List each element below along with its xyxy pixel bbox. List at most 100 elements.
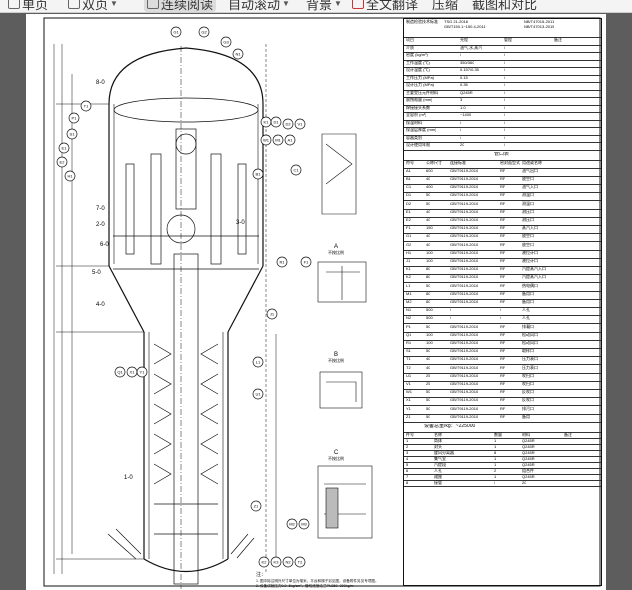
- screenshot-compare-button[interactable]: 截图和对比: [472, 0, 538, 12]
- title-block: 制造检验技术标准 TSG 21-2016 GB/T150.1~150.4-201…: [403, 18, 602, 586]
- table-cell: 测温口: [522, 192, 534, 198]
- continuous-read-button[interactable]: 连续阅读: [144, 0, 217, 12]
- single-page-button[interactable]: 单页: [8, 0, 48, 12]
- table-cell: GB/T9119-2010: [450, 356, 479, 362]
- table-cell: /: [504, 112, 506, 117]
- table-cell: RF: [500, 380, 506, 386]
- table-cell: 50: [426, 405, 431, 411]
- table-cell: 组合件: [522, 467, 534, 473]
- standard-4: NB/T47013-2015: [524, 24, 555, 29]
- table-cell: RF: [500, 208, 506, 214]
- nozzle-tag-label: Y1: [140, 370, 146, 375]
- double-page-button[interactable]: 双页 ▼: [68, 0, 118, 12]
- table-cell: RF: [500, 356, 506, 362]
- table-cell: /: [450, 315, 452, 321]
- table-cell: GB/T9119-2010: [450, 167, 479, 173]
- table-row: 容器类别//: [404, 135, 601, 143]
- table-cell: RF: [500, 372, 506, 378]
- table-cell: 50: [426, 348, 431, 354]
- nozzle-tag-label: N1: [235, 52, 241, 57]
- nozzle-tag: K1: [260, 116, 272, 128]
- table-cell: K2: [406, 274, 411, 280]
- table-cell: RF: [500, 184, 506, 190]
- table-cell: 6: [406, 467, 409, 473]
- table-cell: /: [500, 315, 502, 321]
- table-cell: GB/T9119-2010: [450, 389, 479, 395]
- nozzle-tag-label: G3: [223, 40, 229, 45]
- table-cell: /: [504, 89, 506, 95]
- table-row: 保温层厚度 (mm)//: [404, 127, 601, 136]
- table-cell: 80: [426, 266, 431, 272]
- table-cell: RF: [500, 192, 506, 198]
- nozzle-tag: G1: [170, 26, 182, 38]
- nozzle-tag: X1: [126, 366, 138, 378]
- table-cell: /: [504, 74, 506, 80]
- vessel-internals: [107, 46, 259, 589]
- table-cell: GB/T9119-2010: [450, 290, 479, 296]
- table-cell: 油气入口: [522, 184, 538, 190]
- table-cell: GB/T9119-2010: [450, 233, 479, 239]
- background-button[interactable]: 背景 ▼: [306, 0, 342, 12]
- table-cell: 8: [494, 449, 497, 455]
- detail-sublabel: 不按比例: [328, 357, 344, 363]
- table-cell: RF: [500, 364, 506, 370]
- nozzle-tag: K3: [270, 556, 282, 568]
- table-cell: V1: [406, 380, 411, 386]
- table-cell: /: [500, 307, 502, 313]
- table-cell: 排凝口: [522, 323, 534, 329]
- table-cell: 600: [426, 167, 433, 173]
- table-cell: Q245R: [522, 437, 535, 443]
- table-cell: 集气室: [434, 455, 446, 461]
- table-cell: 密封面型式: [500, 159, 520, 165]
- table-row: 设计压力 (MPa)0.35/: [404, 82, 601, 91]
- table-cell: /: [450, 307, 452, 313]
- nozzle-tag-label: K1: [264, 120, 270, 125]
- table-cell: Q245R: [522, 473, 535, 479]
- table-cell: 20: [522, 479, 527, 485]
- nozzle-tag: Y1: [136, 366, 148, 378]
- table-cell: 5: [406, 461, 409, 467]
- table-cell: 50: [426, 323, 431, 329]
- table-cell: 100: [426, 339, 433, 345]
- table-cell: GB/T9119-2010: [450, 282, 479, 288]
- table-cell: Y1: [406, 405, 411, 411]
- table-cell: 焊接接头系数: [406, 104, 430, 110]
- reader-toolbar: 单页 双页 ▼ 连续阅读 自动滚动 ▼ 背景 ▼ 全文翻译 压缩 截图和对比: [0, 0, 632, 13]
- nozzle-tag-label: X1: [130, 370, 136, 375]
- table-cell: /: [504, 82, 506, 87]
- table-cell: 松动风口: [522, 331, 538, 337]
- table-cell: Q245R: [522, 449, 535, 455]
- auto-scroll-button[interactable]: 自动滚动 ▼: [228, 0, 290, 12]
- table-cell: L1: [406, 282, 411, 288]
- table-cell: 500: [426, 307, 433, 313]
- table-cell: M2: [406, 298, 412, 304]
- table-cell: H1: [406, 249, 412, 255]
- section-label: 3-0: [236, 220, 245, 226]
- translate-button[interactable]: 全文翻译: [352, 0, 418, 12]
- compress-button[interactable]: 压缩: [432, 0, 459, 12]
- table-cell: GB/T9119-2010: [450, 192, 479, 198]
- table-cell: GB/T9119-2010: [450, 331, 479, 337]
- nozzle-tag: E1: [58, 142, 70, 154]
- nozzle-tag-label: C1: [293, 168, 299, 173]
- table-cell: 40: [426, 233, 431, 239]
- table-cell: 密度 (kg/m³): [406, 52, 428, 57]
- table-cell: GB/T9119-2010: [450, 200, 479, 206]
- nozzle-tag: S1: [66, 128, 78, 140]
- table-cell: 人孔: [522, 315, 530, 321]
- table-cell: W1: [406, 389, 412, 395]
- table-cell: 备注: [554, 37, 562, 42]
- table-cell: 人孔: [522, 307, 530, 313]
- table-cell: GB/T9119-2010: [450, 208, 479, 214]
- table-cell: 50: [426, 397, 431, 403]
- table-cell: RF: [500, 200, 506, 206]
- table-cell: RF: [500, 331, 506, 337]
